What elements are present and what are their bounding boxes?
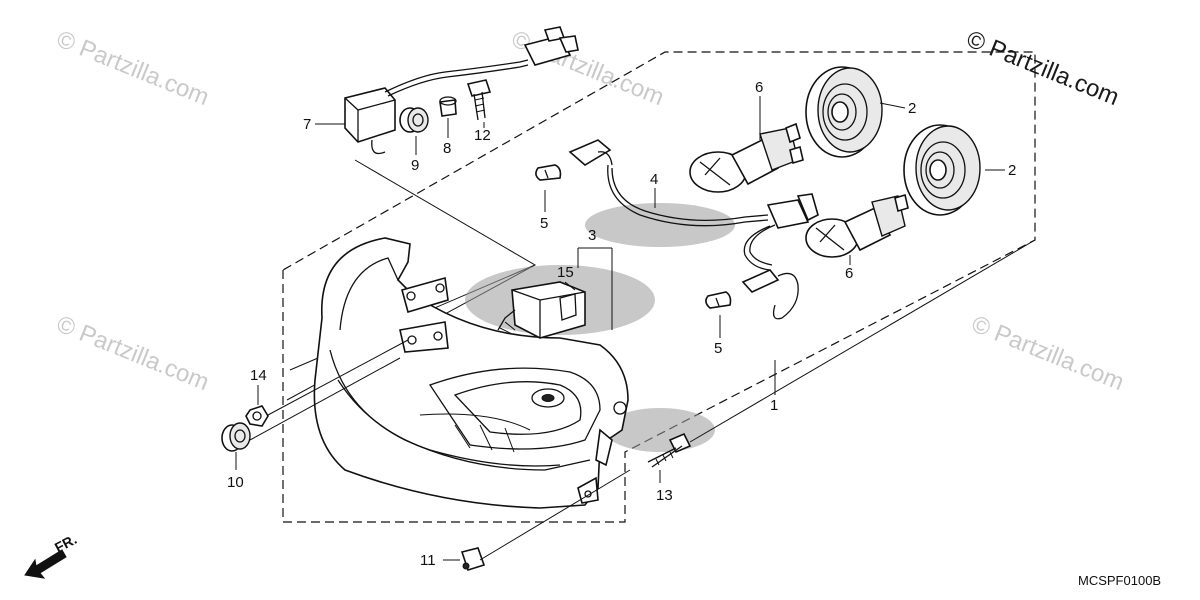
collar-part-8 (439, 96, 457, 117)
adjuster-motor-part-15 (497, 281, 586, 339)
leader-lines (235, 96, 1036, 561)
grommet-part-10 (221, 422, 251, 452)
callout-14: 14 (250, 367, 267, 384)
callout-1: 1 (770, 397, 778, 414)
callout-5-upper: 5 (540, 215, 548, 232)
front-arrow-icon (24, 549, 67, 579)
clip-part-11 (460, 547, 486, 571)
callout-8: 8 (443, 140, 451, 157)
h4-bulb-part-6-upper (689, 122, 804, 193)
watermark-faint-mid-left: © Partzilla.com (53, 311, 213, 397)
callout-15: 15 (557, 264, 574, 281)
callout-12: 12 (474, 127, 491, 144)
callout-11: 11 (420, 552, 436, 569)
callout-6-upper: 6 (755, 79, 763, 96)
front-direction-indicator: FR. (24, 531, 79, 579)
diagram-code: MCSPF0100B (1078, 573, 1161, 588)
callout-13: 13 (656, 487, 673, 504)
nut-part-14 (245, 405, 269, 427)
dust-cover-part-2-lower (903, 124, 981, 216)
watermark-faint-top-left: © Partzilla.com (53, 26, 213, 112)
small-bulb-part-5-upper (535, 164, 562, 181)
front-direction-label: FR. (52, 531, 79, 556)
callout-2-upper: 2 (908, 100, 916, 117)
callout-labels: 1 2 2 3 4 5 5 6 6 7 8 9 10 11 12 13 14 1… (227, 79, 1016, 569)
watermark-faint-top-center: © Partzilla.com (508, 26, 668, 112)
callout-3: 3 (588, 227, 596, 244)
callout-2-lower: 2 (1008, 162, 1016, 179)
watermark-faint-mid-right: © Partzilla.com (968, 311, 1128, 397)
callout-7: 7 (303, 116, 311, 133)
headlight-housing (313, 237, 629, 509)
dust-cover-part-2-upper (805, 66, 883, 158)
sub-harness-part-7 (344, 26, 579, 155)
grommet-part-9 (399, 107, 429, 133)
small-bulb-part-5-lower (705, 291, 732, 309)
callout-10: 10 (227, 474, 244, 491)
headlight-assembly-outline (282, 51, 1036, 523)
callout-4: 4 (650, 171, 658, 188)
callout-5-lower: 5 (714, 340, 722, 357)
wiring-harness-part-4 (568, 139, 819, 320)
h4-bulb-part-6-lower (805, 193, 909, 258)
callout-9: 9 (411, 157, 419, 174)
bolt-part-12 (466, 79, 492, 121)
watermark-faint-group: © Partzilla.com © Partzilla.com © Partzi… (53, 26, 1128, 397)
watermark-main: © Partzilla.com (963, 26, 1123, 112)
callout-6-lower: 6 (845, 265, 853, 282)
screw-part-13 (647, 432, 692, 468)
